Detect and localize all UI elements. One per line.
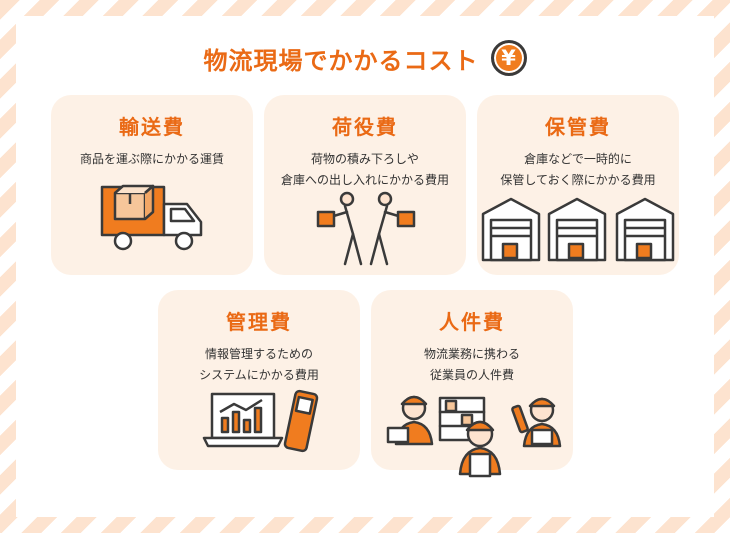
card-title: 管理費	[226, 310, 292, 334]
card-title: 人件費	[439, 310, 505, 334]
card-description: 荷物の積み下ろしや 倉庫への出し入れにかかる費用	[280, 152, 449, 187]
warehouse-icon	[481, 197, 675, 262]
header: 物流現場でかかるコスト ¥	[0, 38, 730, 78]
card-description: 商品を運ぶ際にかかる運賃	[79, 152, 224, 166]
card-handling: 荷役費 荷物の積み下ろしや 倉庫への出し入れにかかる費用	[264, 95, 466, 275]
card-description: 物流業務に携わる 従業員の人件費	[423, 347, 520, 382]
card-description: 情報管理するための システムにかかる費用	[199, 347, 319, 382]
card-description: 倉庫などで一時的に 保管しておく際にかかる費用	[500, 152, 656, 187]
card-title: 輸送費	[119, 115, 185, 139]
staff-workers-icon	[386, 395, 562, 478]
yen-coin-icon: ¥	[490, 40, 527, 76]
card-title: 保管費	[545, 115, 611, 139]
laptop-and-scanner-icon	[202, 389, 319, 453]
card-title: 荷役費	[332, 115, 398, 139]
page-title: 物流現場でかかるコスト	[203, 46, 479, 75]
truck-icon	[100, 184, 203, 251]
workers-carrying-boxes-icon	[316, 191, 416, 266]
